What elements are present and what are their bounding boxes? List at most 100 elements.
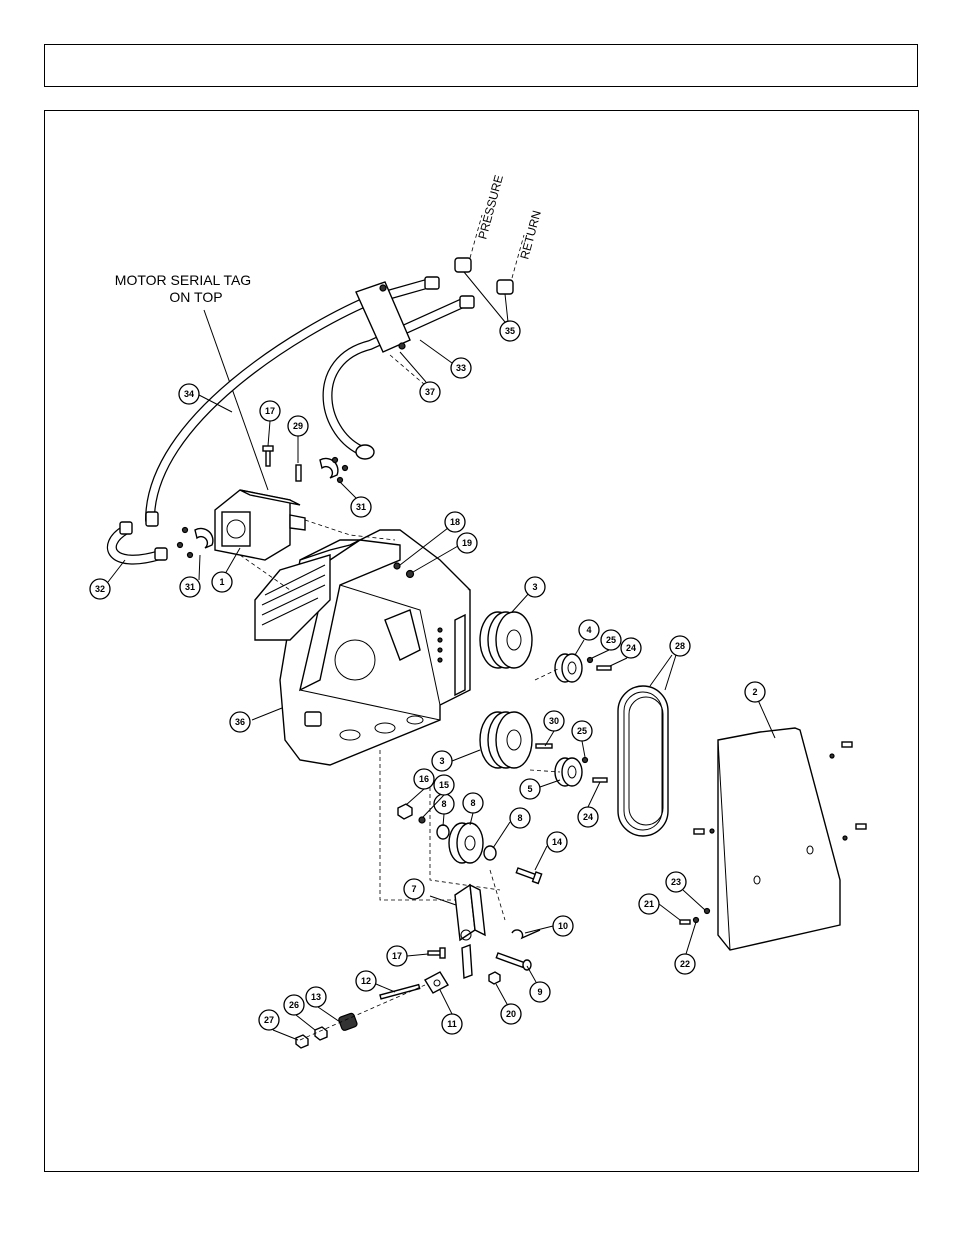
svg-text:7: 7 [411,884,416,894]
nut-26 [314,1026,328,1041]
callout-2: 2 [744,681,766,703]
svg-text:33: 33 [456,363,466,373]
hose-fittings [119,276,475,561]
svg-text:31: 31 [185,582,195,592]
svg-text:15: 15 [439,780,449,790]
callout-34: 34 [178,383,200,405]
key-30 [535,743,553,749]
nut-19 [405,569,415,579]
callout-32: 32 [89,578,111,600]
key-29 [295,464,302,482]
callout-10: 10 [552,915,574,937]
washer-15 [418,816,426,824]
flange-hardware-31-right [319,456,349,484]
svg-text:20: 20 [506,1009,516,1019]
clip-pin-10 [511,929,541,940]
callout-24-lower: 24 [577,806,599,828]
callout-3-lower: 3 [431,750,453,772]
idler-arm-7 [429,883,486,979]
adapters-35 [454,257,514,323]
svg-text:24: 24 [626,643,636,653]
callout-17-top: 17 [259,400,281,422]
return-label: RETURN [517,209,543,261]
callout-12: 12 [355,970,377,992]
callout-16: 16 [413,768,435,790]
spacer-8-right [483,845,497,861]
nut-20 [488,971,501,985]
callout-11: 11 [441,1013,463,1035]
diagram-frame [44,110,919,1172]
screw-24-upper [596,665,612,671]
svg-text:35: 35 [505,326,515,336]
svg-text:8: 8 [470,798,475,808]
svg-text:25: 25 [577,726,587,736]
svg-text:11: 11 [447,1019,457,1029]
callout-25-lower: 25 [571,720,593,742]
callout-27: 27 [258,1009,280,1031]
pulley-3-upper [479,591,533,669]
callout-22: 22 [674,953,696,975]
svg-text:17: 17 [392,951,402,961]
svg-text:12: 12 [361,976,371,986]
flange-hardware-31-left [176,526,214,559]
svg-text:17: 17 [265,406,275,416]
svg-text:8: 8 [517,813,522,823]
svg-text:22: 22 [680,959,690,969]
callout-26: 26 [283,994,305,1016]
svg-text:23: 23 [671,877,681,887]
belt-28 [617,654,677,837]
idler-pulley-6 [448,822,484,864]
callout-31-right: 31 [350,496,372,518]
callout-19: 19 [456,532,478,554]
cover-hardware [679,741,867,925]
svg-text:19: 19 [462,538,472,548]
svg-text:34: 34 [184,389,194,399]
svg-text:16: 16 [419,774,429,784]
svg-text:31: 31 [356,502,366,512]
nut-27 [295,1034,309,1049]
callout-20: 20 [500,1003,522,1025]
callout-14: 14 [546,831,568,853]
spacer-8-left [436,824,450,840]
spring-13 [338,1012,358,1031]
callout-33: 33 [450,357,472,379]
drive-frame-36 [251,529,471,766]
svg-text:9: 9 [537,987,542,997]
pin-9 [495,952,532,971]
callout-25-upper: 25 [600,629,622,651]
hose-34 [145,278,435,525]
svg-text:21: 21 [644,899,654,909]
callout-35: 35 [499,320,521,342]
svg-text:3: 3 [532,582,537,592]
svg-text:8: 8 [441,799,446,809]
callout-13: 13 [305,986,327,1008]
bushing-5 [554,757,583,787]
belt-cover-2 [717,699,841,951]
callout-3-upper: 3 [524,576,546,598]
header-box [44,44,918,87]
svg-text:3: 3 [439,756,444,766]
bolt-17-top [262,445,274,467]
nut-16 [397,803,413,820]
callout-30: 30 [543,710,565,732]
motor-tag-note-line1: MOTOR SERIAL TAG [115,272,251,288]
svg-text:13: 13 [311,992,321,1002]
svg-text:18: 18 [450,517,460,527]
callout-7: 7 [403,878,425,900]
callout-leaders [107,339,706,1041]
svg-text:30: 30 [549,716,559,726]
callout-17-lower: 17 [386,945,408,967]
hydraulic-motor-1 [214,489,306,575]
pulley-3-lower [479,711,533,769]
cutter-housing [254,554,331,641]
callout-15: 15 [433,774,455,796]
callout-28: 28 [669,635,691,657]
svg-text:10: 10 [558,921,568,931]
hose-clamp-37 [355,281,426,386]
svg-text:24: 24 [583,812,593,822]
tensioner-11 [424,971,449,994]
svg-text:4: 4 [586,625,591,635]
bolt-14 [515,867,543,885]
svg-text:36: 36 [235,717,245,727]
